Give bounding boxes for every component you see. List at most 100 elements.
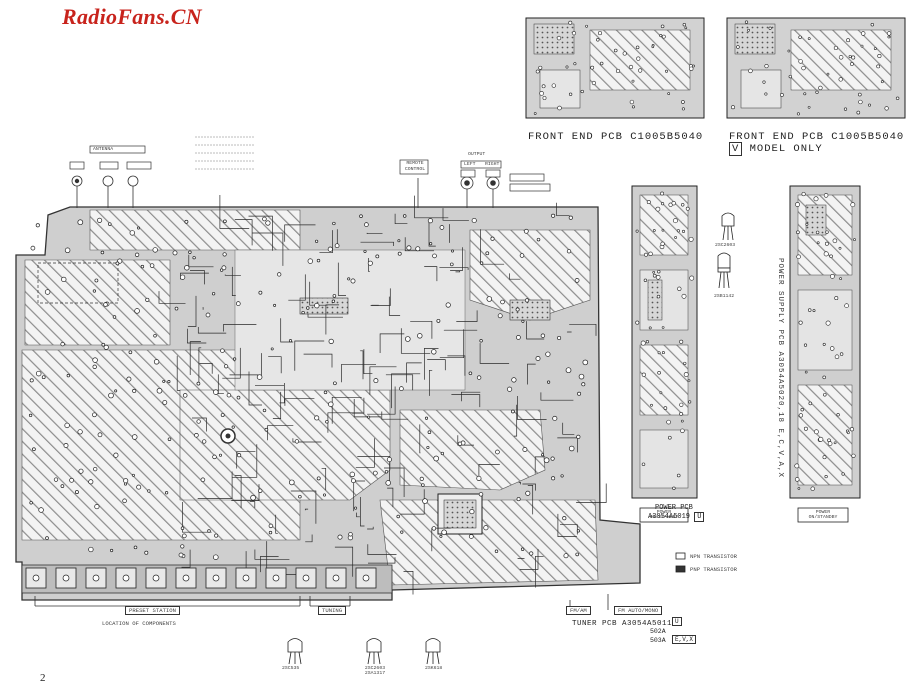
pcb-pad: [478, 492, 484, 497]
front-end-pad: [590, 65, 595, 70]
power-pad: [822, 342, 826, 346]
front-end-pad: [538, 65, 543, 70]
pcb-pad: [277, 272, 282, 277]
front-end-pad: [779, 92, 784, 97]
pcb-pad: [213, 554, 219, 560]
pcb-trace: [307, 313, 343, 318]
power-pad: [676, 229, 680, 233]
pcb-trace: [327, 412, 362, 433]
pcb-pad: [123, 482, 128, 486]
front-end-pad: [539, 91, 544, 96]
front-end-pad: [635, 45, 640, 50]
fm-am-label: FM/AM: [566, 606, 591, 615]
pcb-pad: [28, 413, 33, 418]
power-pad: [666, 419, 671, 425]
pcb-pad: [445, 302, 451, 308]
pcb-trace: [288, 274, 306, 301]
pcb-traces: [158, 195, 607, 595]
pcb-trace: [279, 383, 285, 404]
pcb-pad: [426, 445, 430, 450]
pcb-pad: [29, 501, 33, 505]
pcb-pad: [44, 289, 51, 295]
pcb-pad: [134, 252, 140, 257]
pcb-pad: [367, 415, 371, 419]
pcb-trace: [252, 232, 284, 266]
pcb-pad: [552, 415, 558, 421]
pcb-pad: [476, 375, 482, 380]
right-label: RIGHT: [485, 162, 500, 167]
pcb-pad: [268, 523, 274, 529]
pcb-pad: [521, 319, 525, 323]
pcb-pad: [92, 364, 97, 369]
preset-button-pad: [152, 574, 160, 582]
pcb-pad: [35, 223, 40, 228]
pcb-trace: [284, 224, 316, 242]
pcb-pad: [529, 551, 534, 556]
power-pad: [798, 320, 803, 325]
pcb-trace: [303, 353, 333, 368]
pcb-trace: [234, 219, 253, 246]
pcb-pad: [327, 246, 333, 252]
front-end-pad: [636, 56, 641, 61]
pcb-pad: [468, 534, 474, 539]
front-end-pad: [873, 47, 877, 51]
front-end-pads: [533, 20, 900, 116]
power-pad: [661, 228, 665, 232]
power-pad: [816, 241, 820, 245]
front-end-pad: [638, 68, 643, 73]
preset-button-pad: [302, 574, 310, 582]
pcb-pad: [100, 250, 105, 255]
pcb-trace: [410, 320, 433, 339]
preset-buttons: [25, 567, 377, 589]
pcb-pad: [64, 247, 71, 254]
pcb-trace: [272, 391, 282, 419]
power-pad: [850, 202, 856, 208]
power-pad: [798, 413, 804, 418]
pcb-pad: [153, 334, 157, 338]
power-pad: [679, 402, 684, 407]
power-pad: [824, 241, 829, 246]
pcb-trace: [234, 475, 242, 509]
pcb-pad: [126, 376, 132, 382]
power-pad: [680, 419, 684, 423]
pcb-pad: [581, 382, 586, 387]
front-end-pad: [858, 92, 862, 97]
location-title: LOCATION OF COMPONENTS: [102, 620, 176, 627]
pcb-pad: [436, 318, 441, 323]
front-end-pad: [631, 105, 635, 109]
pcb-trace: [509, 273, 521, 280]
power-pad: [645, 340, 649, 344]
pcb-trace: [199, 363, 213, 374]
power-pad: [836, 413, 840, 417]
pcb-pad: [237, 453, 242, 458]
power-pad: [685, 206, 690, 211]
pcb-pad: [180, 544, 185, 549]
front-end-pad: [533, 112, 537, 115]
pcb-pad: [250, 494, 256, 501]
power-pad: [689, 275, 695, 281]
pcb-pad: [294, 439, 300, 444]
pcb-pad: [511, 377, 517, 383]
pcb-pad: [524, 298, 530, 303]
power-pad: [688, 236, 694, 242]
pcb-pad: [372, 470, 378, 476]
front-end-pad: [838, 55, 844, 60]
pcb-pad: [162, 379, 166, 383]
pcb-trace: [457, 435, 474, 446]
pcb-trace: [284, 398, 315, 406]
pcb-pad: [115, 261, 120, 266]
pcb-trace: [478, 464, 500, 481]
pcb-pad: [396, 514, 400, 519]
pcb-pad: [129, 230, 135, 236]
pcb-pad: [113, 452, 119, 458]
pcb-pad: [268, 530, 273, 535]
pcb-pad: [235, 301, 241, 306]
pcb-pad: [35, 370, 42, 377]
pcb-trace: [527, 485, 534, 515]
pcb-trace: [292, 438, 322, 443]
pcb-pad: [314, 415, 320, 421]
front-end-pad: [807, 37, 811, 40]
pcb-trace: [518, 482, 521, 485]
pcb-trace: [428, 218, 436, 247]
front-end-pad: [667, 92, 671, 95]
